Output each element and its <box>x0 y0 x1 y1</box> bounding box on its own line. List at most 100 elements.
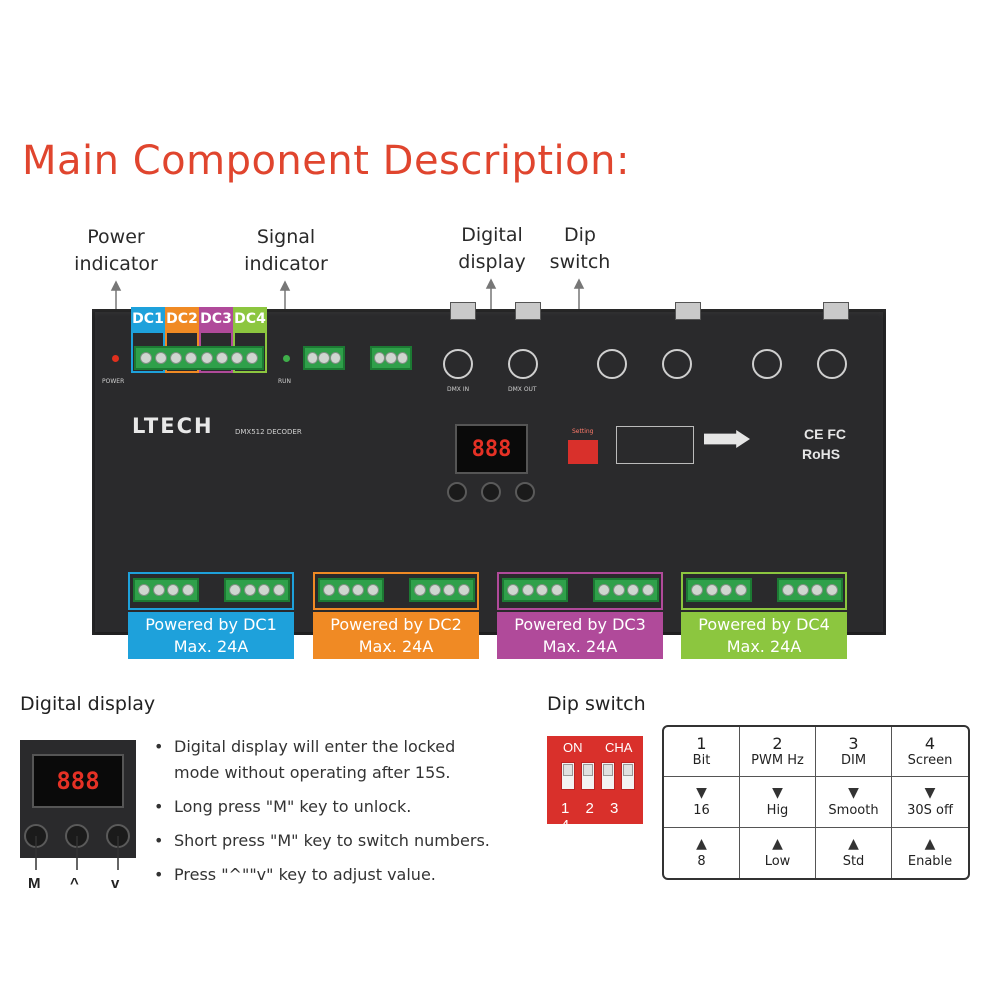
dc2-tab: DC2 <box>165 307 199 331</box>
dmx-out-label: DMX OUT <box>508 386 537 393</box>
output-terminal <box>409 578 475 602</box>
dc4-output-frame <box>681 572 847 610</box>
note-item: Short press "M" key to switch numbers. <box>152 828 490 854</box>
callout-line: indicator <box>244 253 328 275</box>
dip-down-cell: ▲Std <box>816 827 892 878</box>
dip-down-cell: ▲Enable <box>892 828 968 878</box>
output-terminal <box>133 578 199 602</box>
switch-down-icon: ▲ <box>696 835 707 852</box>
note-item: Long press "M" key to unlock. <box>152 794 490 820</box>
dip-up-cell: ▼Smooth <box>816 777 892 828</box>
dip-down-value: Enable <box>907 853 953 869</box>
power-led <box>112 355 119 362</box>
model-label: DMX512 DECODER <box>235 428 302 436</box>
dip-num: 1 <box>696 733 707 753</box>
switch-up-icon: ▼ <box>772 784 783 801</box>
callout-line: Digital <box>461 224 523 246</box>
powered-by-dc3: Powered by DC3 Max. 24A <box>497 612 663 659</box>
digital-display-heading: Digital display <box>20 693 156 715</box>
up-key-label: ^ <box>70 875 79 892</box>
dip-switch-heading: Dip switch <box>547 693 646 715</box>
dip-down-cell: ▲Low <box>740 827 816 878</box>
run-led <box>283 355 290 362</box>
switch-down-icon: ▲ <box>924 835 936 852</box>
note-text: mode without operating after 15S. <box>174 763 451 782</box>
panel-digital-display: 888 <box>32 754 124 808</box>
dip-up-value: Hig <box>766 802 789 818</box>
dc2-output-frame <box>313 572 479 610</box>
dip-down-value: Std <box>842 853 865 869</box>
dc4-tab: DC4 <box>233 307 267 331</box>
dip-up-value: 30S off <box>907 802 953 818</box>
arrow-icon <box>704 430 750 448</box>
dmx-in-connector <box>597 349 627 379</box>
dip-up-value: 16 <box>693 802 710 818</box>
output-terminal <box>502 578 568 602</box>
device-m-button[interactable] <box>447 482 467 502</box>
digital-display-notes: Digital display will enter the locked mo… <box>152 734 490 888</box>
max-current: Max. 24A <box>726 637 802 656</box>
callout-line: indicator <box>74 253 158 275</box>
powered-by-line: Powered by DC2 <box>330 615 462 634</box>
device-dip-switch[interactable] <box>568 440 598 464</box>
power-label: POWER <box>102 378 125 385</box>
dip-on-label: ON <box>563 740 583 755</box>
callout-line: Dip <box>564 224 596 246</box>
setting-label: Setting <box>572 428 594 435</box>
dip-cha-label: CHA <box>605 740 633 755</box>
key-pointers <box>35 836 119 870</box>
dip-numbers: 1 2 3 4 <box>561 800 625 834</box>
max-current: Max. 24A <box>173 637 249 656</box>
callout-line: Signal <box>256 226 316 248</box>
dip-up-cell: ▼16 <box>664 777 740 828</box>
switch-up-icon: ▼ <box>924 784 936 801</box>
callout-line: switch <box>549 251 611 273</box>
power-indicator-callout: Power indicator <box>66 224 166 278</box>
device-digital-display: 888 <box>455 424 528 474</box>
dmx-amp-terminal <box>370 346 412 370</box>
max-current: Max. 24A <box>358 637 434 656</box>
dmx-in-label: DMX IN <box>447 386 470 393</box>
dip-down-value: 8 <box>697 853 706 869</box>
dmx-in-connector <box>443 349 473 379</box>
powered-by-line: Powered by DC1 <box>145 615 277 634</box>
powered-by-line: Powered by DC4 <box>698 615 830 634</box>
switch-down-icon: ▲ <box>772 835 783 852</box>
dip-switch-image: ON CHA 1 2 3 4 <box>547 736 643 834</box>
powered-by-dc2: Powered by DC2 Max. 24A <box>313 612 479 659</box>
dip-num: 3 <box>848 733 859 753</box>
dip-down-cell: ▲8 <box>664 827 740 878</box>
callout-line: display <box>458 251 526 273</box>
dmx-out-connector <box>662 349 692 379</box>
page-title: Main Component Description: <box>22 138 630 184</box>
dip-label: Screen <box>907 752 953 768</box>
device-down-button[interactable] <box>515 482 535 502</box>
output-terminal <box>224 578 290 602</box>
digital-display-callout: Digital display <box>442 222 542 276</box>
dip-label: Bit <box>692 752 711 768</box>
dip-label: PWM Hz <box>751 752 804 768</box>
dip-switch-callout: Dip switch <box>540 222 620 276</box>
ce-fc-mark: CE FC <box>804 426 846 442</box>
switch-down-icon: ▲ <box>848 835 859 852</box>
output-terminal <box>777 578 843 602</box>
dmx-out-connector <box>817 349 847 379</box>
dmx-in-connector <box>752 349 782 379</box>
dip-up-value: Smooth <box>828 802 879 818</box>
device-info-table <box>616 426 694 464</box>
dmx-out-connector <box>508 349 538 379</box>
device-up-button[interactable] <box>481 482 501 502</box>
output-terminal <box>686 578 752 602</box>
dc3-tab: DC3 <box>199 307 233 331</box>
powered-by-dc4: Powered by DC4 Max. 24A <box>681 612 847 659</box>
dip-up-cell: ▼30S off <box>892 777 968 828</box>
note-continuation: mode without operating after 15S. <box>152 760 490 786</box>
signal-indicator-callout: Signal indicator <box>236 224 336 278</box>
output-terminal <box>593 578 659 602</box>
dc-input-terminal <box>134 346 264 370</box>
switch-up-icon: ▼ <box>848 784 859 801</box>
